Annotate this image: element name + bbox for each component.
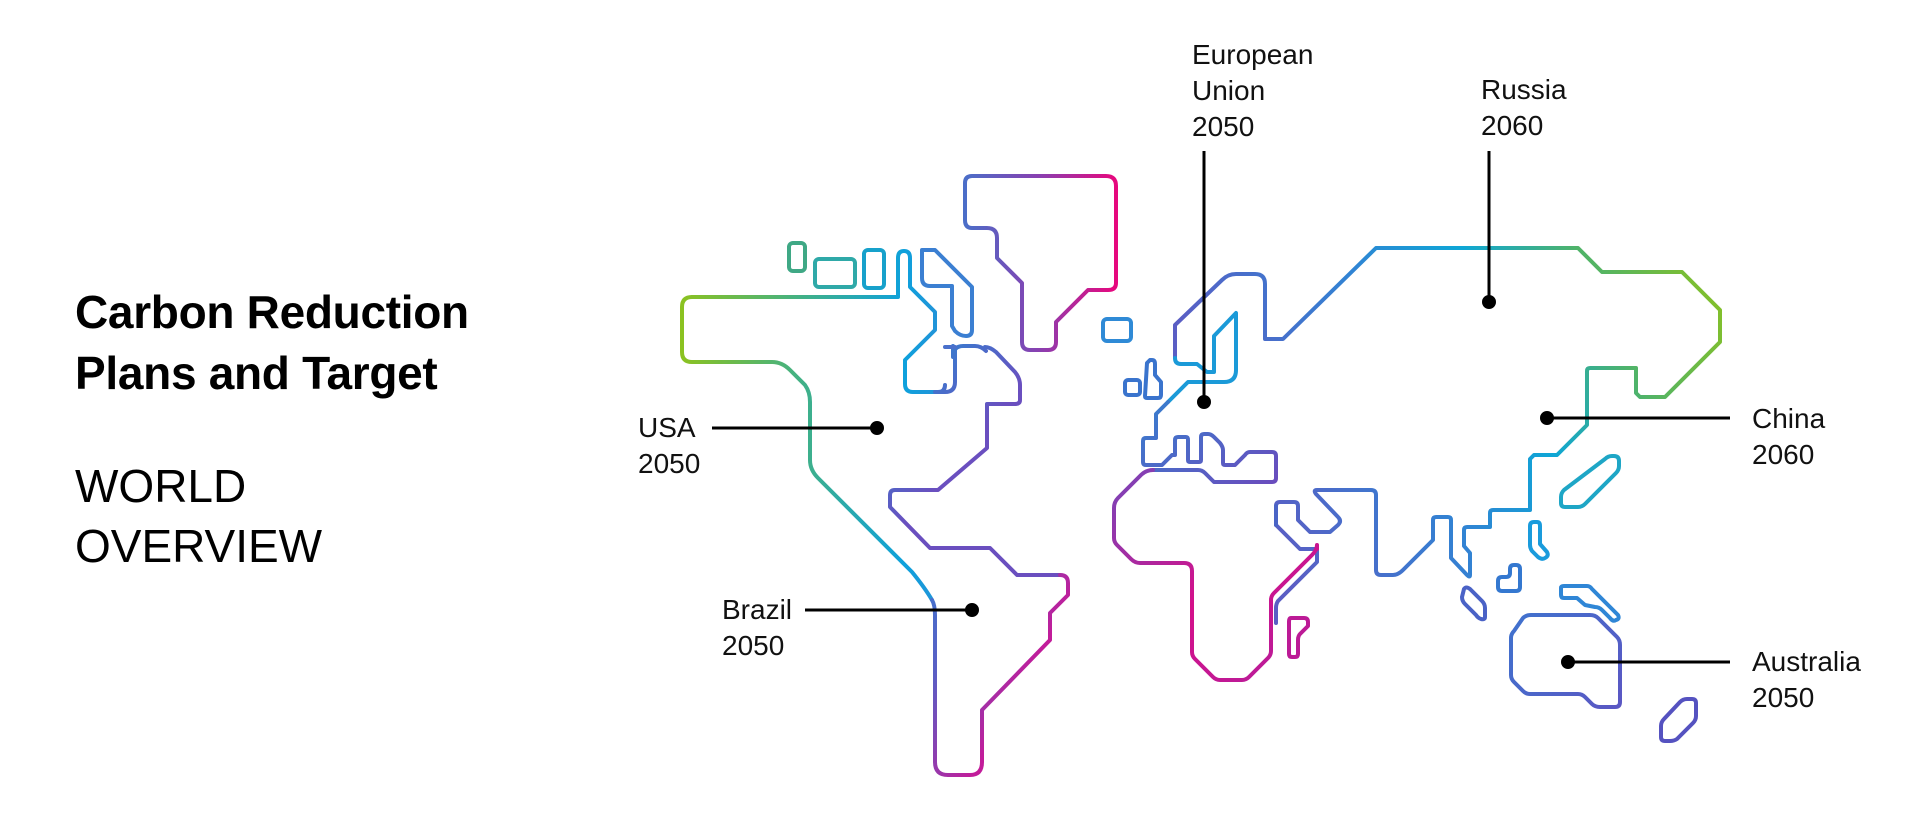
page-title-line-1: Carbon Reduction xyxy=(75,286,469,338)
label-eu-year: 2050 xyxy=(1192,111,1255,142)
ireland xyxy=(1123,378,1142,397)
label-usa-name: USA xyxy=(638,412,696,443)
north-america-outline xyxy=(690,249,937,394)
label-eu-name-line-2: Union xyxy=(1192,75,1266,106)
philippines-outline xyxy=(1496,563,1522,593)
central-america-outline xyxy=(888,345,1062,577)
title-block: Carbon Reduction Plans and Target WORLD … xyxy=(75,282,469,576)
callouts xyxy=(712,151,1730,669)
label-russia-name: Russia xyxy=(1481,74,1567,105)
new-guinea-outline xyxy=(1559,584,1621,623)
south-america-outline xyxy=(930,573,1070,777)
label-eu-name-line-1: European xyxy=(1192,39,1314,70)
australia-outline xyxy=(1509,613,1622,709)
label-russia: Russia 2060 xyxy=(1481,72,1567,144)
baffin-island-outline xyxy=(920,248,974,338)
page-title: Carbon Reduction Plans and Target xyxy=(75,282,469,404)
greenland-outline xyxy=(963,174,1118,352)
page-subtitle: WORLD OVERVIEW xyxy=(75,456,469,576)
arctic-island-2 xyxy=(813,257,857,289)
europe-south-outline xyxy=(1141,400,1278,484)
page-subtitle-line-2: OVERVIEW xyxy=(75,520,323,572)
canada-gulf-outline xyxy=(951,344,988,359)
arctic-island-3 xyxy=(862,248,886,290)
page-title-line-2: Plans and Target xyxy=(75,347,438,399)
mexico-outline xyxy=(936,383,947,394)
japan-outline xyxy=(1559,454,1621,509)
label-brazil-name: Brazil xyxy=(722,594,793,625)
north-america-west-coast xyxy=(680,295,934,602)
madagascar-outline xyxy=(1287,616,1310,659)
brazil-marker[interactable] xyxy=(965,603,979,617)
label-usa-year: 2050 xyxy=(638,448,701,479)
label-russia-year: 2060 xyxy=(1481,110,1544,141)
taiwan-outline xyxy=(1528,520,1550,561)
usa-marker[interactable] xyxy=(870,421,884,435)
eu-marker[interactable] xyxy=(1197,395,1211,409)
label-australia: Australia 2050 xyxy=(1752,644,1861,716)
page-subtitle-line-1: WORLD xyxy=(75,460,247,512)
label-china-year: 2060 xyxy=(1752,439,1815,470)
scandinavia-inner-outline xyxy=(1166,311,1238,404)
china-marker[interactable] xyxy=(1540,411,1554,425)
eurasia-outline xyxy=(1173,246,1722,625)
africa-outline xyxy=(1112,468,1319,682)
label-australia-name: Australia xyxy=(1752,646,1861,677)
label-australia-year: 2050 xyxy=(1752,682,1815,713)
new-zealand-outline xyxy=(1659,697,1698,743)
iceland xyxy=(1101,317,1133,343)
label-brazil-year: 2050 xyxy=(722,630,785,661)
label-usa: USA 2050 xyxy=(638,410,700,482)
australia-marker[interactable] xyxy=(1561,655,1575,669)
russia-marker[interactable] xyxy=(1482,295,1496,309)
label-european-union: European Union 2050 xyxy=(1192,37,1313,145)
great-britain-outline xyxy=(1143,358,1163,400)
arctic-island-1 xyxy=(787,241,807,273)
sumatra-outline xyxy=(1460,585,1487,622)
label-china: China 2060 xyxy=(1752,401,1825,473)
label-china-name: China xyxy=(1752,403,1826,434)
label-brazil: Brazil 2050 xyxy=(722,592,792,664)
